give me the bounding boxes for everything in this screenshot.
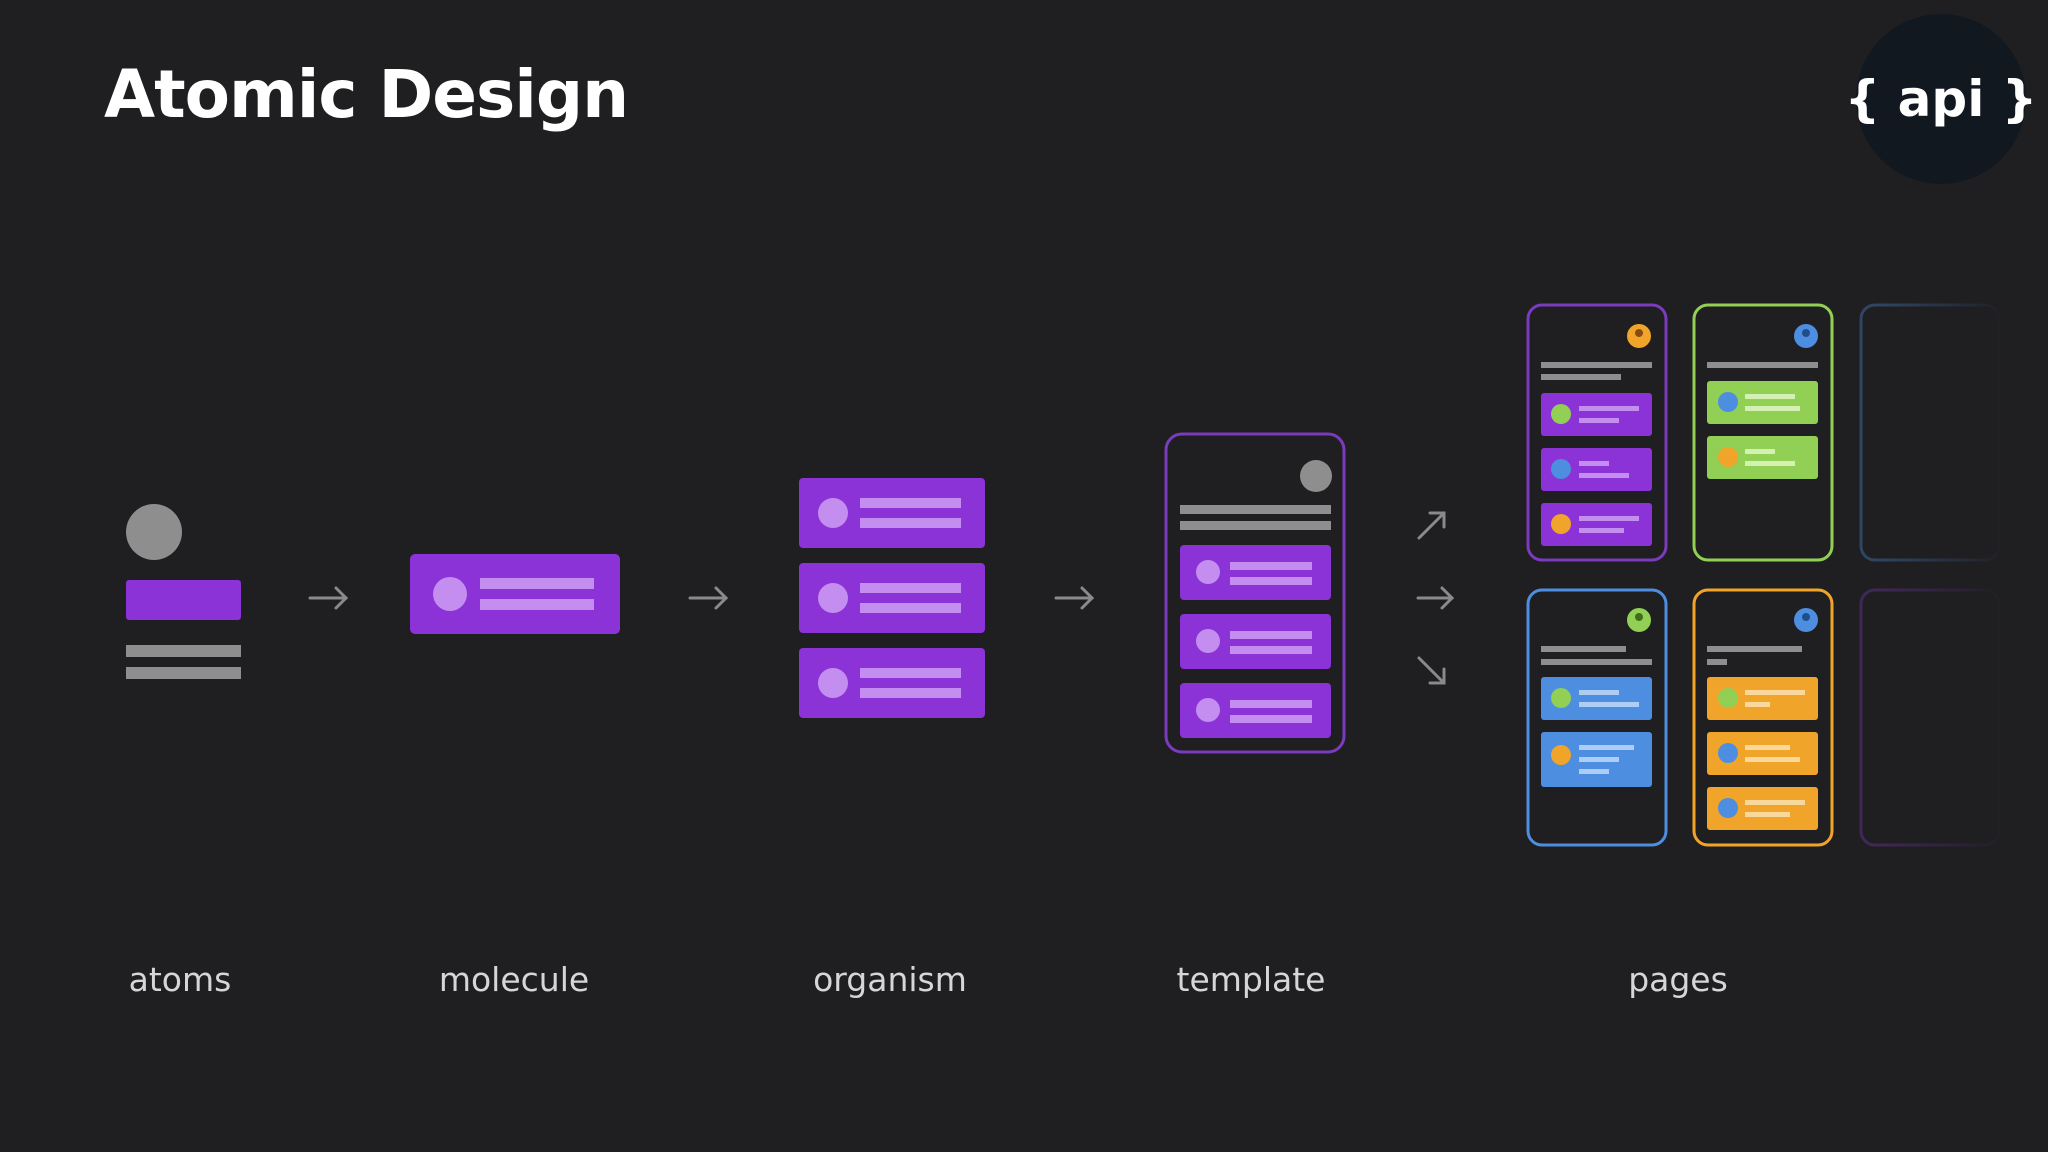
page-screen-blue [1526,588,1668,847]
right-arrow-icon [1054,586,1095,610]
template-card [1180,683,1331,738]
molecule-card [410,554,620,634]
organism-card [799,563,985,633]
template-phone-frame [1164,432,1346,754]
organism-card [799,478,985,548]
pages-illustration [1526,303,2001,847]
stage-label-pages: pages [1628,960,1728,999]
organism-illustration [799,478,985,718]
right-arrow-icon [1416,586,1455,610]
molecule-avatar [433,577,467,611]
atoms-illustration [126,504,241,679]
stage-label-molecule: molecule [438,960,590,999]
atom-gray-line [126,645,241,657]
arrow-up-right-icon [1417,511,1446,540]
right-arrow-icon [308,586,349,610]
atom-avatar-circle [126,504,182,560]
template-card [1180,545,1331,600]
page-title: Atomic Design [104,56,629,133]
molecule-illustration [410,554,620,634]
template-card [1180,614,1331,669]
page-screen-green [1692,303,1834,562]
atom-purple-block [126,580,241,620]
molecule-line [480,599,594,610]
right-arrow-icon [688,586,729,610]
arrow-down-right-icon [1417,656,1446,685]
api-logo: { api } [1845,14,2037,184]
stage-label-atoms: atoms [128,960,232,999]
molecule-line [480,578,594,589]
edge-fade-overlay [1880,290,2010,860]
template-illustration [1164,432,1346,754]
template-avatar [1300,460,1332,492]
organism-card [799,648,985,718]
stage-label-template: template [1176,960,1326,999]
page-screen-purple [1526,303,1668,562]
atom-gray-line [126,667,241,679]
stage-label-organism: organism [813,960,967,999]
page-screen-orange [1692,588,1834,847]
api-logo-text: { api } [1844,70,2038,128]
